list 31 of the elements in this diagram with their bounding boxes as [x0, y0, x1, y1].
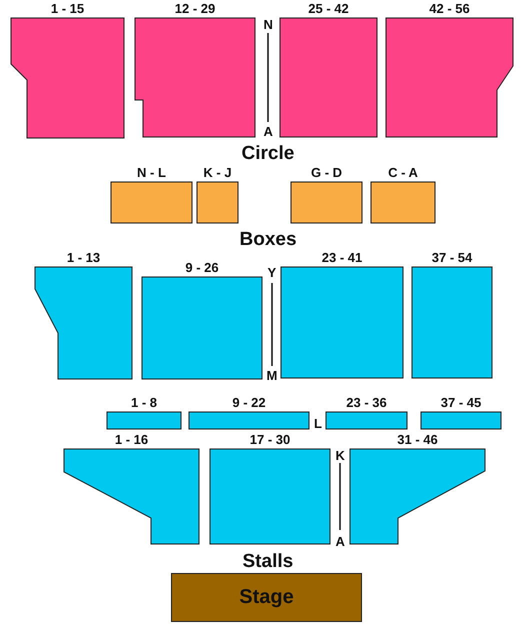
section-label: G - D — [310, 165, 342, 180]
row-letter: L — [314, 416, 322, 430]
section-label: 42 - 56 — [429, 1, 470, 16]
section-label: N - L — [137, 165, 166, 180]
section-label: 9 - 22 — [232, 395, 266, 410]
level-label: Boxes — [240, 230, 297, 248]
row-letter: A — [264, 124, 273, 138]
section-label: 37 - 45 — [440, 395, 482, 410]
section-label: C - A — [388, 165, 418, 180]
row-letter: M — [266, 368, 278, 382]
section-label: 9 - 26 — [185, 260, 219, 275]
level-label: Circle — [242, 144, 294, 162]
row-letter: A — [336, 534, 345, 548]
section-label: 31 - 46 — [397, 432, 438, 447]
section-label: 23 - 41 — [322, 250, 362, 265]
section-label: 23 - 36 — [346, 395, 387, 410]
row-letter: K — [336, 448, 345, 462]
section-label: 37 - 54 — [432, 250, 472, 265]
section-label: 1 - 13 — [66, 250, 100, 265]
row-letter: N — [264, 18, 273, 30]
section-label: 12 - 29 — [174, 1, 216, 16]
row-letter: Y — [268, 266, 276, 278]
section-label: 17 - 30 — [250, 432, 290, 447]
stage-label: Stage — [239, 586, 294, 609]
section-label: 1 - 16 — [114, 432, 148, 447]
stage-block — [171, 573, 362, 622]
section-label: K - J — [203, 165, 232, 180]
level-label: Stalls — [242, 552, 294, 570]
section-label: 1 - 15 — [50, 1, 84, 16]
section-label: 1 - 8 — [130, 395, 157, 410]
section-label: 25 - 42 — [308, 1, 349, 16]
